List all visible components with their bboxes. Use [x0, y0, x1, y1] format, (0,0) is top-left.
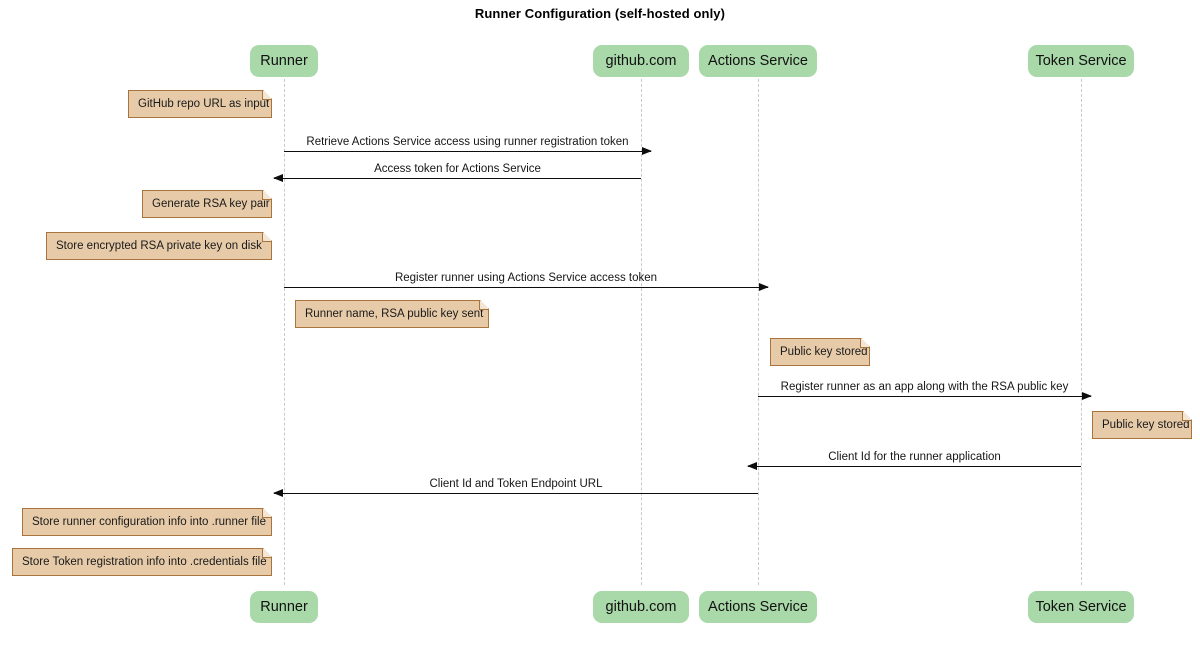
arrowhead-icon: [747, 461, 757, 470]
note-generate-rsa: Generate RSA key pair: [142, 190, 272, 218]
page-title: Runner Configuration (self-hosted only): [474, 6, 726, 21]
participant-label: github.com: [605, 599, 677, 615]
participant-label: Actions Service: [708, 599, 808, 615]
arrowhead-icon: [273, 173, 283, 182]
msg-access-token: Access token for Actions Service: [273, 163, 641, 182]
participant-token-bottom[interactable]: Token Service: [1028, 591, 1134, 623]
lifeline-github: [641, 79, 642, 585]
message-label: Register runner as an app along with the…: [780, 381, 1069, 393]
note-label: Public key stored: [1102, 419, 1190, 431]
participant-actions-bottom[interactable]: Actions Service: [699, 591, 817, 623]
note-public-key-stored-1: Public key stored: [770, 338, 870, 366]
arrowhead-icon: [1082, 391, 1092, 400]
message-label: Access token for Actions Service: [374, 163, 541, 175]
note-store-token-reg: Store Token registration info into .cred…: [12, 548, 272, 576]
note-public-key-stored-2: Public key stored: [1092, 411, 1192, 439]
note-label: Generate RSA key pair: [152, 198, 270, 210]
participant-github-bottom[interactable]: github.com: [593, 591, 689, 623]
message-label: Retrieve Actions Service access using ru…: [306, 136, 629, 148]
participant-label: github.com: [605, 53, 677, 69]
message-label: Client Id for the runner application: [828, 451, 1001, 463]
note-store-private-key: Store encrypted RSA private key on disk: [46, 232, 272, 260]
msg-retrieve-actions-access: Retrieve Actions Service access using ru…: [284, 136, 652, 155]
msg-client-id-token-endpoint: Client Id and Token Endpoint URL: [273, 478, 758, 497]
participant-github-top[interactable]: github.com: [593, 45, 689, 77]
participant-actions-top[interactable]: Actions Service: [699, 45, 817, 77]
lifeline-token: [1081, 79, 1082, 585]
participant-runner-top[interactable]: Runner: [250, 45, 318, 77]
note-label: GitHub repo URL as input: [138, 98, 270, 110]
participant-label: Token Service: [1035, 53, 1127, 69]
participant-label: Actions Service: [708, 53, 808, 69]
note-runner-name-pubkey: Runner name, RSA public key sent: [295, 300, 489, 328]
note-github-repo-url: GitHub repo URL as input: [128, 90, 272, 118]
lifeline-actions: [758, 79, 759, 585]
note-label: Runner name, RSA public key sent: [305, 308, 484, 320]
msg-client-id-runner-app: Client Id for the runner application: [747, 451, 1081, 470]
message-label: Register runner using Actions Service ac…: [394, 272, 658, 284]
arrowhead-icon: [759, 282, 769, 291]
note-label: Public key stored: [780, 346, 868, 358]
message-label: Client Id and Token Endpoint URL: [429, 478, 603, 490]
note-label: Store encrypted RSA private key on disk: [56, 240, 262, 252]
arrowhead-icon: [642, 146, 652, 155]
participant-label: Runner: [260, 53, 308, 69]
arrowhead-icon: [273, 488, 283, 497]
msg-register-app-rsa: Register runner as an app along with the…: [758, 381, 1092, 400]
note-store-runner-config: Store runner configuration info into .ru…: [22, 508, 272, 536]
note-label: Store Token registration info into .cred…: [22, 556, 267, 568]
participant-label: Token Service: [1035, 599, 1127, 615]
participant-token-top[interactable]: Token Service: [1028, 45, 1134, 77]
participant-label: Runner: [260, 599, 308, 615]
note-label: Store runner configuration info into .ru…: [32, 516, 266, 528]
lifeline-runner: [284, 79, 285, 585]
participant-runner-bottom[interactable]: Runner: [250, 591, 318, 623]
msg-register-runner: Register runner using Actions Service ac…: [284, 272, 769, 291]
